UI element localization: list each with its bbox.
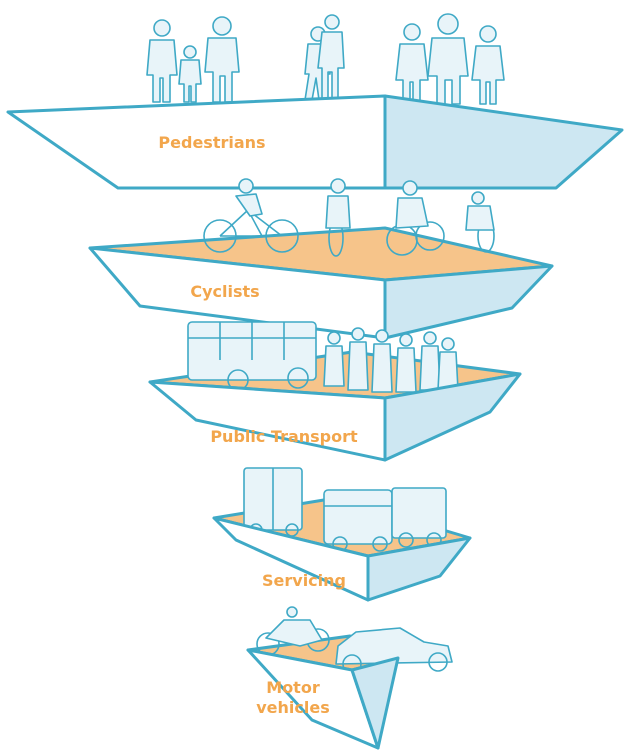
pedestrian-figures-icon [146, 13, 505, 105]
person-figure-icon [146, 19, 178, 103]
tier-servicing [212, 467, 472, 602]
bicycle-rider-icon [203, 178, 299, 253]
motorbike-and-car-icon [256, 606, 453, 674]
tier-motor-vehicles [246, 606, 453, 750]
bus-and-passengers-icon [187, 321, 459, 393]
tier-side-face [383, 94, 624, 190]
person-figure-icon [427, 13, 469, 105]
person-figure-icon [471, 25, 505, 105]
tier-label-pedestrians: Pedestrians [158, 133, 266, 152]
person-figure-icon [395, 23, 429, 105]
delivery-van-icon [323, 489, 393, 552]
tier-label-cyclists: Cyclists [190, 282, 260, 301]
tier-pedestrians [6, 13, 624, 190]
passenger-crowd-icon [323, 327, 459, 393]
box-truck-icon [243, 467, 303, 537]
person-figure-icon [178, 45, 202, 103]
flatbed-truck-icon [391, 487, 447, 548]
tier-label-servicing: Servicing [262, 571, 346, 590]
bicycle-rider-icon [325, 178, 351, 257]
tier-label-public-transport: Public Transport [210, 427, 358, 446]
tier-side-face [366, 536, 472, 602]
bus-icon [187, 321, 317, 391]
person-figure-icon [317, 14, 345, 101]
tier-side-face [383, 372, 522, 462]
tier-public-transport [148, 321, 522, 462]
tier-side-face [350, 656, 400, 750]
bicycle-rider-icon [386, 180, 445, 256]
delivery-trucks-icon [243, 467, 447, 552]
tier-label-motor-vehicles: Motor vehicles [256, 678, 330, 717]
tier-cyclists [88, 178, 554, 340]
tier-side-face [383, 264, 554, 340]
person-figure-icon [204, 16, 240, 103]
bicycle-rider-icon [465, 191, 495, 253]
motorbike-icon [256, 606, 330, 656]
cyclist-figures-icon [203, 178, 495, 257]
